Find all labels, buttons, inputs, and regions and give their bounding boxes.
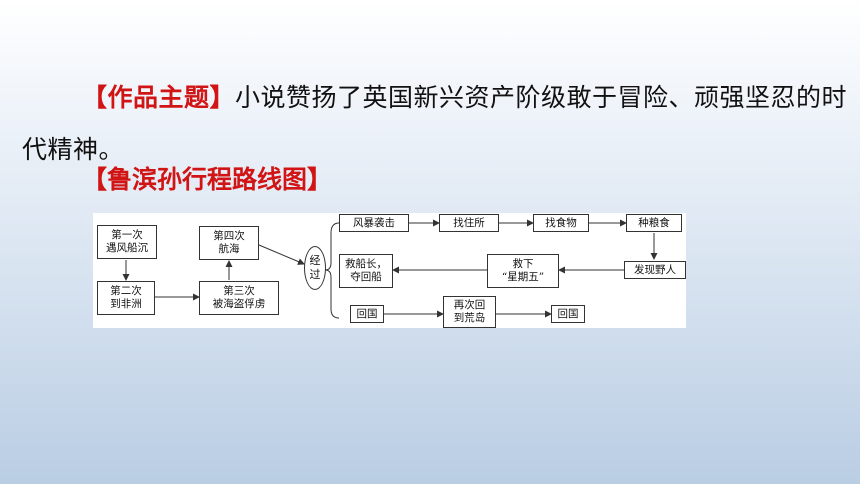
voyage-1-line1: 第一次 [111,229,143,241]
back-to-island-line2: 到荒岛 [453,312,486,324]
hub-line1: 经 [309,254,321,267]
return-home-box: 回国 [350,305,384,323]
voyage-4-line2: 航海 [218,243,240,255]
rescue-captain-box: 救船长， 夺回船 [339,254,393,288]
theme-text: 小说赞扬了英国新兴资产阶级敢于冒险、顽强坚忍的时代精神。 [22,83,848,164]
voyage-2-box: 第二次 到非洲 [97,281,155,315]
back-to-island-box: 再次回 到荒岛 [443,296,496,328]
storm-box: 风暴袭击 [339,214,409,232]
find-savage-box: 发现野人 [624,261,686,279]
save-friday-line2: “星期五” [501,271,545,283]
grow-grain-box: 种粮食 [626,214,682,232]
theme-label: 【作品主题】 [82,83,236,112]
theme-paragraph: 【作品主题】小说赞扬了英国新兴资产阶级敢于冒险、顽强坚忍的时代精神。 [22,72,852,176]
hub-line2: 过 [309,268,321,281]
voyage-3-line1: 第三次 [223,285,255,297]
voyage-1-box: 第一次 遇风船沉 [97,225,157,259]
voyage-4-line1: 第四次 [213,230,245,242]
find-shelter-box: 找住所 [439,214,499,232]
return-home-again-box: 回国 [551,305,585,323]
back-to-island-line1: 再次回 [453,299,486,311]
voyage-3-line2: 被海盗俘虏 [212,298,266,310]
voyage-2-line1: 第二次 [110,285,142,297]
route-diagram: 第一次 遇风船沉 第二次 到非洲 第三次 被海盗俘虏 第四次 航海 经 过 风暴… [93,213,686,328]
find-food-box: 找食物 [533,214,589,232]
save-friday-line1: 救下 [512,258,534,270]
voyage-1-line2: 遇风船沉 [106,242,148,254]
hub-oval: 经 过 [304,246,326,290]
brace [324,222,340,319]
rescue-captain-line1: 救船长， [345,258,387,270]
diagram-connectors [122,219,658,319]
arrow-v4-hub [258,244,305,265]
voyage-4-box: 第四次 航海 [199,226,259,260]
save-friday-box: 救下 “星期五” [487,254,559,288]
route-map-title: 【鲁滨孙行程路线图】 [82,165,333,194]
voyage-3-box: 第三次 被海盗俘虏 [199,281,279,315]
voyage-2-line2: 到非洲 [110,298,142,310]
rescue-captain-line2: 夺回船 [350,271,382,283]
